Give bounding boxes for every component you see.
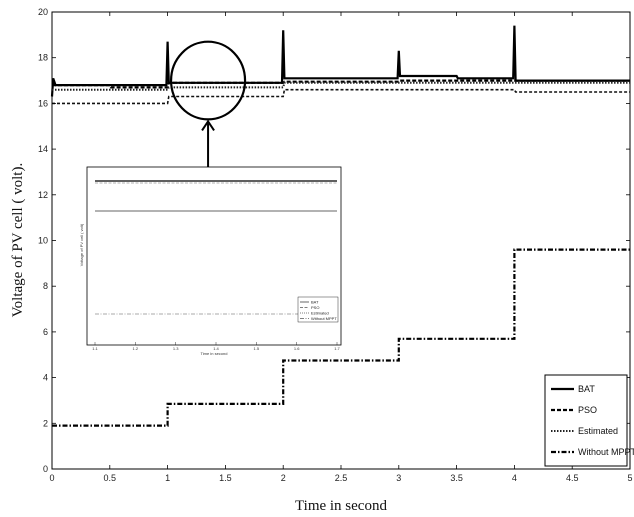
x-tick-label: 4	[512, 473, 517, 483]
inset-x-axis-label: Time in second	[201, 351, 228, 356]
y-tick-label: 0	[43, 464, 48, 474]
y-tick-label: 10	[38, 236, 48, 246]
inset-x-tick-label: 1.1	[92, 346, 98, 351]
inset-legend-label: PSO	[311, 305, 319, 310]
inset-x-tick-label: 1.6	[294, 346, 300, 351]
inset-ticks: 1.1 1.2 1.3 1.4 1.5 1.6 1.7	[92, 342, 341, 351]
inset-legend-label: BAT	[311, 299, 319, 304]
inset-y-axis-label: Voltage of PV cell ( volt)	[79, 223, 84, 266]
inset-x-tick-label: 1.7	[334, 346, 340, 351]
legend-label: Without MPPT	[578, 447, 634, 457]
inset-x-tick-label: 1.2	[133, 346, 139, 351]
x-tick-label: 0.5	[104, 473, 117, 483]
y-tick-label: 16	[38, 98, 48, 108]
x-tick-label: 2.5	[335, 473, 348, 483]
x-tick-label: 1	[165, 473, 170, 483]
inset-x-tick-label: 1.3	[173, 346, 179, 351]
series-layer	[50, 25, 630, 427]
legend-label: BAT	[578, 384, 595, 394]
series-line-estimated	[52, 81, 630, 91]
inset-legend-label: Estimated	[311, 310, 329, 315]
y-tick-label: 8	[43, 281, 48, 291]
y-axis-label: Voltage of PV cell ( volt).	[10, 163, 26, 317]
y-tick-label: 12	[38, 190, 48, 200]
y-tick-label: 2	[43, 418, 48, 428]
zoom-marker	[169, 40, 247, 167]
inset-chart: 1.1 1.2 1.3 1.4 1.5 1.6 1.7 Time in second Vol…	[79, 166, 342, 356]
series-line-unlabeled-4	[52, 88, 630, 105]
y-tick-label: 20	[38, 7, 48, 17]
inset-x-tick-label: 1.4	[213, 346, 219, 351]
x-tick-label: 2	[281, 473, 286, 483]
x-tick-label: 4.5	[566, 473, 579, 483]
x-tick-label: 0	[49, 473, 54, 483]
ticks-layer: 0 0.5 1 1.5 2 2.5 3 3.5 4 4.5 5 0 2 4 6 8 10 12 14 16 18 20	[38, 7, 633, 483]
y-tick-label: 6	[43, 327, 48, 337]
x-tick-label: 5	[627, 473, 632, 483]
series-line-without-mppt	[52, 248, 630, 427]
inset-legend-box	[297, 296, 339, 323]
y-tick-label: 14	[38, 144, 48, 154]
inset-x-tick-label: 1.5	[254, 346, 260, 351]
legend-label: Estimated	[578, 426, 618, 436]
zoom-arrow-head	[201, 119, 215, 131]
y-tick-label: 18	[38, 53, 48, 63]
series-line-bat	[50, 25, 630, 97]
x-axis-label: Time in second	[295, 498, 387, 514]
x-tick-label: 1.5	[219, 473, 232, 483]
x-tick-label: 3.5	[450, 473, 463, 483]
inset-legend-label: Without MPPT	[311, 316, 337, 321]
legend-box	[544, 374, 628, 467]
x-tick-label: 3	[396, 473, 401, 483]
legend-label: PSO	[578, 405, 597, 415]
zoom-circle	[169, 40, 247, 121]
y-tick-label: 4	[43, 373, 48, 383]
